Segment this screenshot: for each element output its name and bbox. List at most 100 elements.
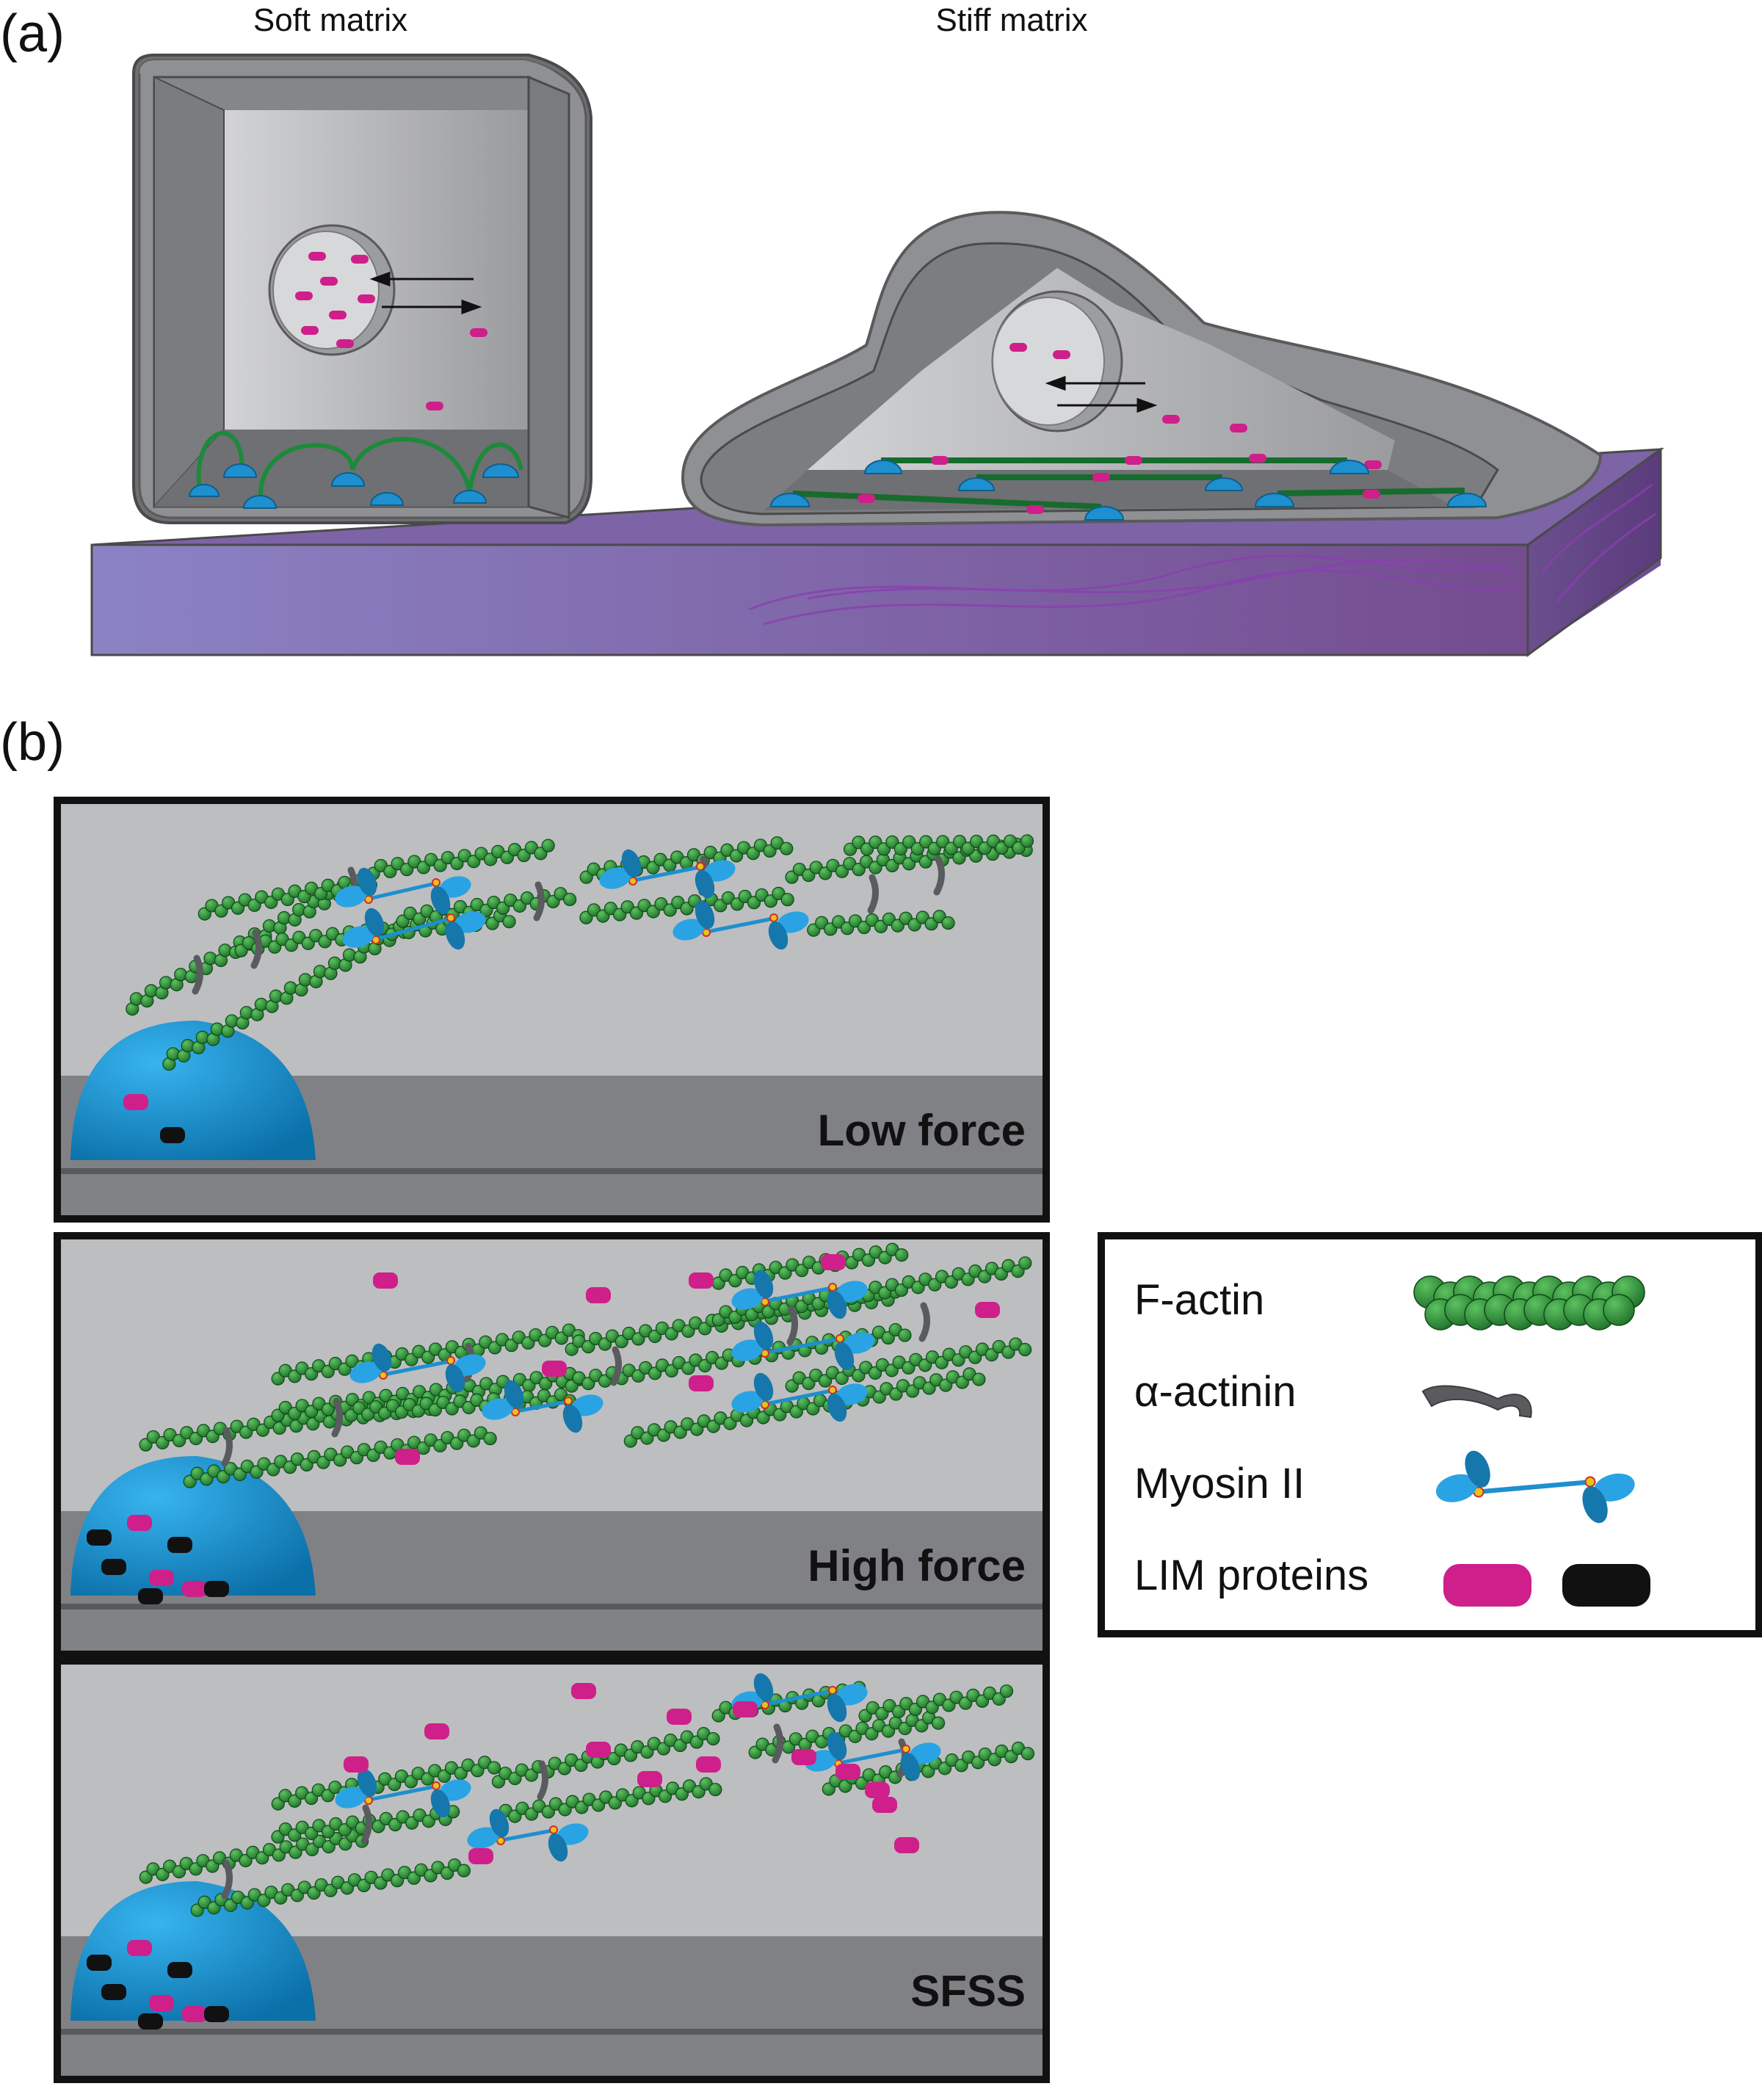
f-actin-filament bbox=[271, 1323, 585, 1386]
panel-frame bbox=[54, 797, 1050, 1223]
f-actin-filament bbox=[366, 839, 555, 880]
lim-protein-black bbox=[87, 1955, 112, 1971]
f-actin-filament bbox=[491, 1727, 720, 1789]
soft-matrix-cell bbox=[132, 54, 592, 524]
f-actin-filament bbox=[271, 1805, 460, 1844]
adhesions-soft bbox=[188, 463, 520, 509]
focal-adhesion bbox=[70, 1456, 316, 1596]
myosin-ii bbox=[335, 867, 471, 915]
alpha-actinin bbox=[537, 1760, 548, 1800]
f-actin-icon bbox=[1413, 1275, 1645, 1330]
shuttle-arrows-soft bbox=[369, 271, 482, 315]
myosin-ii bbox=[467, 1808, 589, 1862]
f-actin-filament bbox=[785, 1337, 1032, 1393]
f-actin-filament bbox=[748, 1711, 946, 1759]
soft-matrix-title: Soft matrix bbox=[253, 2, 407, 38]
f-actin-filament bbox=[858, 1684, 1014, 1723]
lim-protein-magenta bbox=[149, 1995, 174, 2011]
f-actin-filament bbox=[162, 923, 411, 1071]
lim-protein-magenta bbox=[571, 1683, 596, 1699]
alpha-actinin bbox=[786, 1306, 798, 1346]
lim-protein-magenta bbox=[127, 1940, 152, 1956]
lim-protein-black bbox=[167, 1537, 192, 1553]
lim-protein-black bbox=[138, 2013, 163, 2030]
force-panel-1: Low force bbox=[54, 797, 1050, 1223]
lim-protein-black bbox=[101, 1559, 126, 1575]
lim-protein-magenta bbox=[149, 1570, 174, 1586]
lim-protein-magenta bbox=[344, 1756, 369, 1773]
f-actin-filament bbox=[183, 1426, 497, 1488]
myosin-ii bbox=[335, 1768, 471, 1818]
lim-proteins-nuclear bbox=[295, 252, 487, 410]
adhesions-stiff bbox=[769, 460, 1487, 521]
curved-actin-soft bbox=[196, 430, 523, 500]
lim-protein-magenta bbox=[424, 1723, 449, 1739]
myosin-ii bbox=[731, 1372, 868, 1422]
lim-protein-magenta bbox=[696, 1756, 721, 1773]
matrix-fibers bbox=[748, 483, 1656, 626]
lim-protein-magenta bbox=[586, 1742, 611, 1758]
lim-protein-black bbox=[160, 1127, 185, 1143]
lim-protein-magenta bbox=[182, 2006, 207, 2022]
f-actin-filament bbox=[711, 1242, 909, 1290]
lim-protein-magenta bbox=[835, 1764, 860, 1780]
myosin-icon bbox=[1435, 1450, 1635, 1524]
lim-protein-magenta bbox=[821, 1254, 846, 1270]
force-panel-3: SFSS bbox=[54, 1657, 1050, 2083]
lim-protein-magenta bbox=[586, 1287, 611, 1303]
alpha-actinin bbox=[250, 929, 262, 969]
lim-protein-magenta bbox=[182, 1581, 207, 1597]
myosin-ii bbox=[805, 1731, 941, 1781]
lim-protein-black bbox=[101, 1984, 126, 2000]
lim-protein-magenta bbox=[468, 1848, 493, 1864]
lim-protein-magenta bbox=[733, 1701, 758, 1717]
legend-label-myosin: Myosin II bbox=[1134, 1460, 1305, 1507]
lim-protein-magenta bbox=[395, 1449, 420, 1465]
alpha-actinin bbox=[772, 1723, 783, 1764]
lim-protein-black bbox=[204, 1581, 229, 1597]
f-actin-filament bbox=[843, 834, 1034, 856]
alpha-actinin bbox=[933, 855, 945, 896]
lim-on-fibers bbox=[858, 454, 1382, 514]
myosin-ii bbox=[1435, 1450, 1635, 1524]
alpha-actinin bbox=[221, 1427, 233, 1467]
panel-a-label: (a) bbox=[0, 4, 65, 63]
legend-label-f-actin: F-actin bbox=[1134, 1276, 1264, 1324]
lim-proteins-stiff bbox=[1009, 343, 1247, 432]
alpha-actinin bbox=[867, 874, 879, 914]
lim-protein-black-icon bbox=[1562, 1564, 1650, 1607]
myosin-ii bbox=[342, 908, 486, 950]
lim-protein-black bbox=[167, 1962, 192, 1978]
myosin-ii bbox=[731, 1321, 875, 1371]
legend: F-actin α-actinin Myosin II LIM proteins bbox=[1098, 1232, 1762, 1637]
lim-protein-magenta bbox=[689, 1272, 714, 1289]
panel-frame bbox=[54, 1232, 1050, 1658]
lim-protein-magenta bbox=[542, 1361, 567, 1377]
myosin-ii bbox=[349, 1343, 486, 1393]
alpha-actinin bbox=[192, 955, 203, 995]
alpha-actinin-icon bbox=[1421, 1385, 1532, 1419]
legend-label-lim-proteins: LIM proteins bbox=[1134, 1552, 1368, 1599]
alpha-actinin bbox=[331, 1397, 343, 1438]
lim-protein-magenta bbox=[667, 1709, 692, 1725]
lim-protein-magenta-icon bbox=[1443, 1564, 1531, 1607]
stiff-matrix-cell bbox=[681, 211, 1603, 527]
alpha-actinin bbox=[360, 1804, 372, 1844]
f-actin-filament bbox=[190, 1858, 471, 1917]
panel-name: SFSS bbox=[910, 1966, 1026, 2016]
f-actin-filament bbox=[807, 910, 955, 937]
lim-protein-magenta bbox=[872, 1797, 897, 1813]
panel-name: Low force bbox=[818, 1106, 1026, 1155]
alpha-actinin bbox=[221, 1859, 233, 1900]
myosin-ii bbox=[599, 849, 736, 899]
lim-protein-magenta bbox=[123, 1094, 148, 1110]
lim-protein-magenta bbox=[865, 1782, 890, 1798]
panel-name: High force bbox=[808, 1541, 1026, 1590]
focal-adhesion bbox=[70, 1881, 316, 2021]
f-actin-filament bbox=[139, 1829, 369, 1884]
focal-adhesion bbox=[70, 1021, 316, 1160]
alpha-actinin bbox=[918, 1302, 930, 1342]
stiff-matrix-title: Stiff matrix bbox=[935, 2, 1087, 38]
lim-protein-black bbox=[204, 2006, 229, 2022]
panel-frame bbox=[54, 1657, 1050, 2083]
